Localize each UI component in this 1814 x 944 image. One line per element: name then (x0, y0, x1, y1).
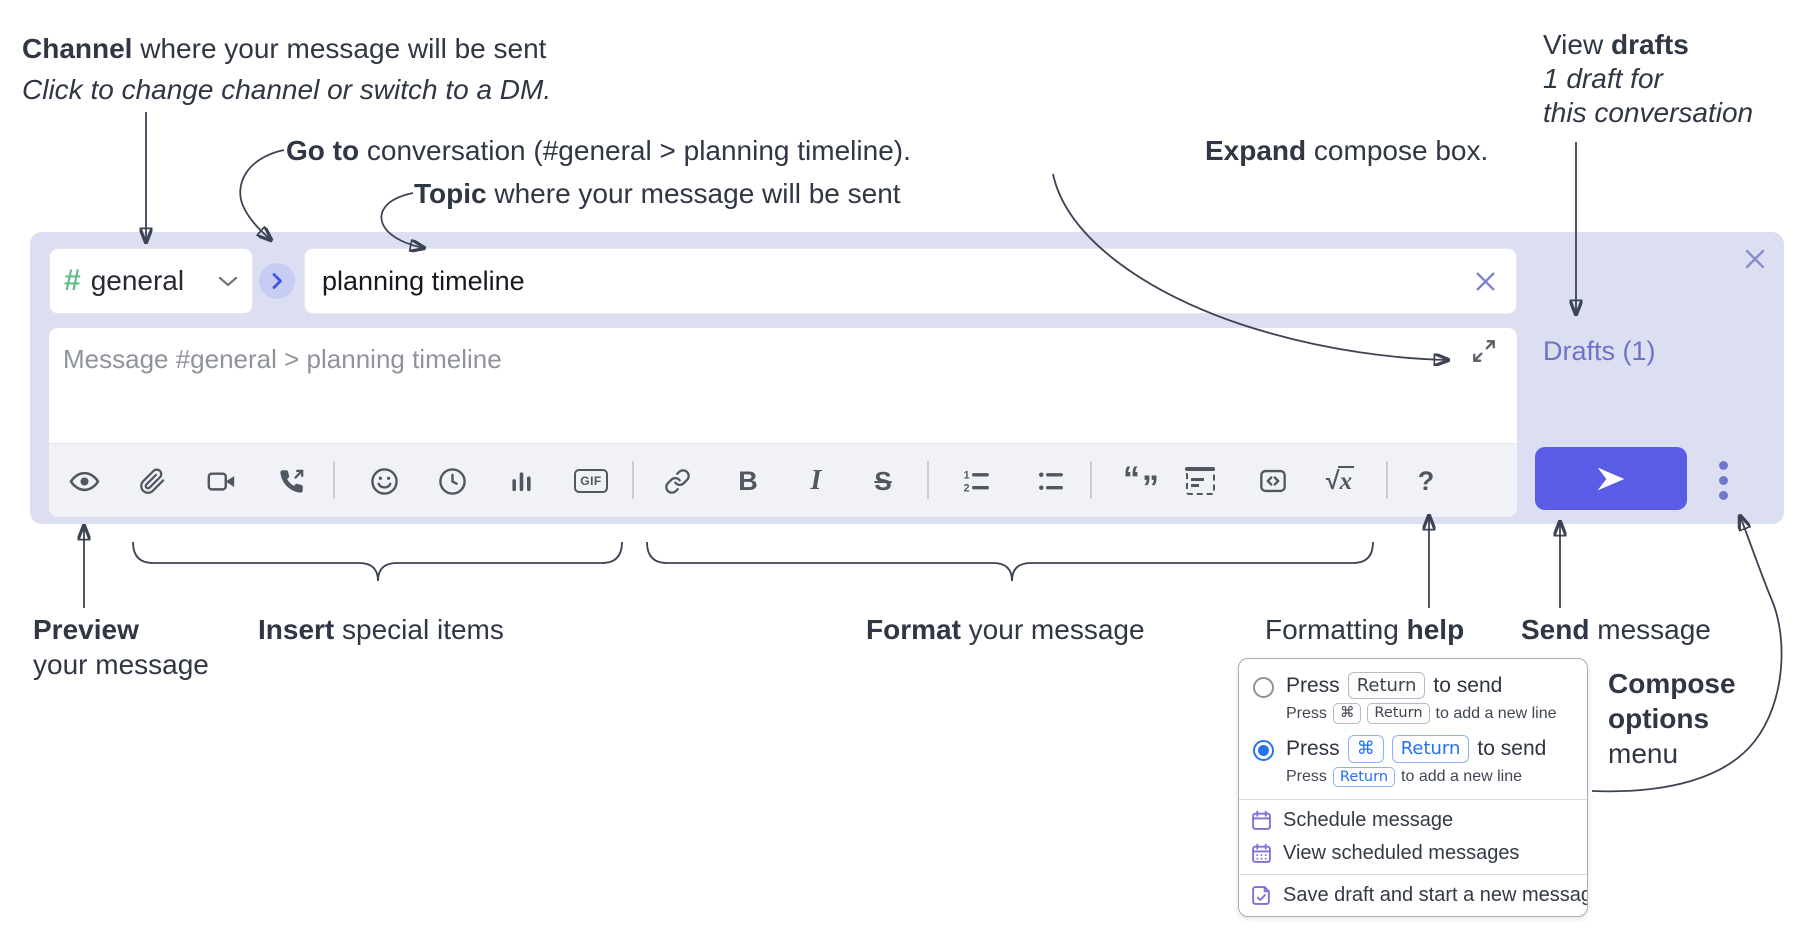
insert-annotation: Insert special items (258, 614, 504, 645)
compose-options-menu: Press Return to send Press ⌘ Return to a… (1238, 658, 1588, 918)
send-icon (1597, 467, 1625, 490)
voice-call-icon[interactable] (269, 459, 313, 503)
message-input[interactable] (49, 328, 1517, 443)
quote-icon[interactable]: “” (1123, 460, 1159, 507)
send-option-return[interactable]: Press Return to send Press ⌘ Return to a… (1239, 667, 1587, 730)
send-annotation: Send message (1521, 614, 1711, 645)
drafts-link[interactable]: Drafts (1) (1543, 336, 1656, 366)
calendar-icon (1252, 811, 1271, 831)
return-key: Return (1391, 735, 1470, 763)
return-key: Return (1367, 703, 1430, 725)
insert-brace (132, 541, 623, 582)
menu-item-view-scheduled[interactable]: View scheduled messages (1239, 837, 1587, 870)
formatting-help-annotation: Formatting help (1265, 614, 1465, 645)
send-button[interactable] (1535, 447, 1687, 510)
video-call-icon[interactable] (199, 459, 243, 503)
attach-file-icon[interactable] (130, 459, 174, 503)
topic-clear-icon[interactable] (1470, 266, 1500, 296)
preview-eye-icon[interactable] (62, 459, 106, 503)
italic-icon[interactable]: I (810, 465, 822, 496)
compose-options-annotation: Compose options menu (1608, 668, 1736, 769)
svg-text:1: 1 (963, 469, 969, 481)
bulleted-list-icon[interactable] (1028, 459, 1072, 503)
code-icon[interactable] (1251, 459, 1295, 503)
channel-annotation-bold: Channel (22, 33, 133, 64)
menu-item-save-draft[interactable]: Save draft and start a new message (1239, 879, 1587, 912)
channel-name: general (90, 265, 185, 296)
goto-arrow (239, 149, 285, 240)
compose-box: # general (30, 232, 1784, 524)
format-brace (646, 541, 1374, 582)
strikethrough-icon[interactable]: S (874, 465, 892, 496)
toolbar-divider (333, 461, 335, 499)
channel-annotation: Channel where your message will be sent (22, 33, 547, 64)
link-icon[interactable] (655, 459, 699, 503)
formatting-help-icon[interactable]: ? (1417, 465, 1435, 496)
chevron-down-icon (218, 276, 238, 287)
format-annotation: Format your message (866, 614, 1145, 645)
toolbar-divider (927, 461, 929, 499)
cmd-key: ⌘ (1332, 703, 1362, 725)
chevron-right-icon (272, 273, 282, 289)
go-to-conversation-button[interactable] (259, 263, 295, 299)
radio-selected[interactable] (1253, 740, 1274, 762)
save-draft-icon (1252, 886, 1270, 906)
bold-icon[interactable]: B (738, 465, 758, 496)
drafts-annotation: View drafts 1 draft for this conversatio… (1543, 29, 1754, 128)
channel-hash-icon: # (64, 264, 81, 297)
return-key: Return (1332, 766, 1396, 788)
goto-annotation: Go to conversation (#general > planning … (286, 135, 911, 166)
math-icon[interactable]: √x (1325, 465, 1355, 495)
spoiler-icon[interactable] (1178, 459, 1222, 503)
calendar-days-icon (1252, 844, 1271, 864)
compose-options-menu-icon[interactable] (1710, 458, 1736, 502)
toolbar-divider (632, 461, 634, 499)
emoji-icon[interactable] (362, 459, 406, 503)
close-compose-icon[interactable] (1743, 247, 1767, 271)
radio-unselected[interactable] (1253, 677, 1274, 698)
menu-item-schedule-message[interactable]: Schedule message (1239, 804, 1587, 837)
topic-annotation: Topic where your message will be sent (414, 178, 901, 209)
return-key: Return (1347, 672, 1426, 700)
toolbar-divider (1090, 461, 1092, 499)
preview-annotation: Preview your message (33, 614, 209, 680)
channel-selector[interactable]: # general (49, 248, 253, 314)
cmd-key: ⌘ (1347, 735, 1384, 763)
message-box (49, 328, 1517, 443)
topic-input[interactable] (304, 248, 1517, 314)
gif-icon[interactable]: GIF (569, 459, 613, 503)
channel-annotation-sub: Click to change channel or switch to a D… (22, 74, 552, 105)
send-option-cmd-return[interactable]: Press ⌘ Return to send Press Return to a… (1239, 730, 1587, 793)
poll-icon[interactable] (499, 459, 543, 503)
expand-annotation: Expand compose box. (1205, 135, 1489, 166)
global-time-icon[interactable] (430, 459, 474, 503)
expand-compose-icon[interactable] (1469, 336, 1499, 366)
toolbar-divider (1386, 461, 1388, 499)
svg-text:2: 2 (963, 482, 969, 494)
